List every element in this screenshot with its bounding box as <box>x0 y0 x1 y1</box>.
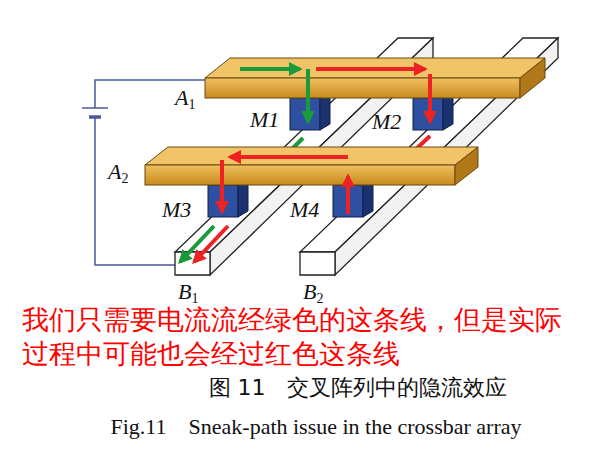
electrode-label: A2 <box>108 160 128 184</box>
figure-caption: 图 11 交叉阵列中的隐流效应 <box>209 375 508 401</box>
top-electrode <box>145 147 478 185</box>
figure-caption-en: Fig.11 Sneak-path issue in the crossbar … <box>111 414 522 440</box>
memristor-label: M2 <box>372 110 401 134</box>
top-electrode <box>205 58 545 98</box>
memristor-label: M1 <box>250 108 279 132</box>
memristor-label: M4 <box>290 198 319 222</box>
electrode-label: B2 <box>303 280 323 304</box>
memristor-label: M3 <box>162 198 191 222</box>
electrode-label: A1 <box>175 86 195 110</box>
sneak-current-path <box>194 69 430 262</box>
annotation-note: 我们只需要电流流经绿色的这条线，但是实际过程中可能也会经过红色这条线 <box>22 303 577 371</box>
intended-current-path <box>180 69 308 262</box>
electrode-label: B1 <box>178 280 198 304</box>
